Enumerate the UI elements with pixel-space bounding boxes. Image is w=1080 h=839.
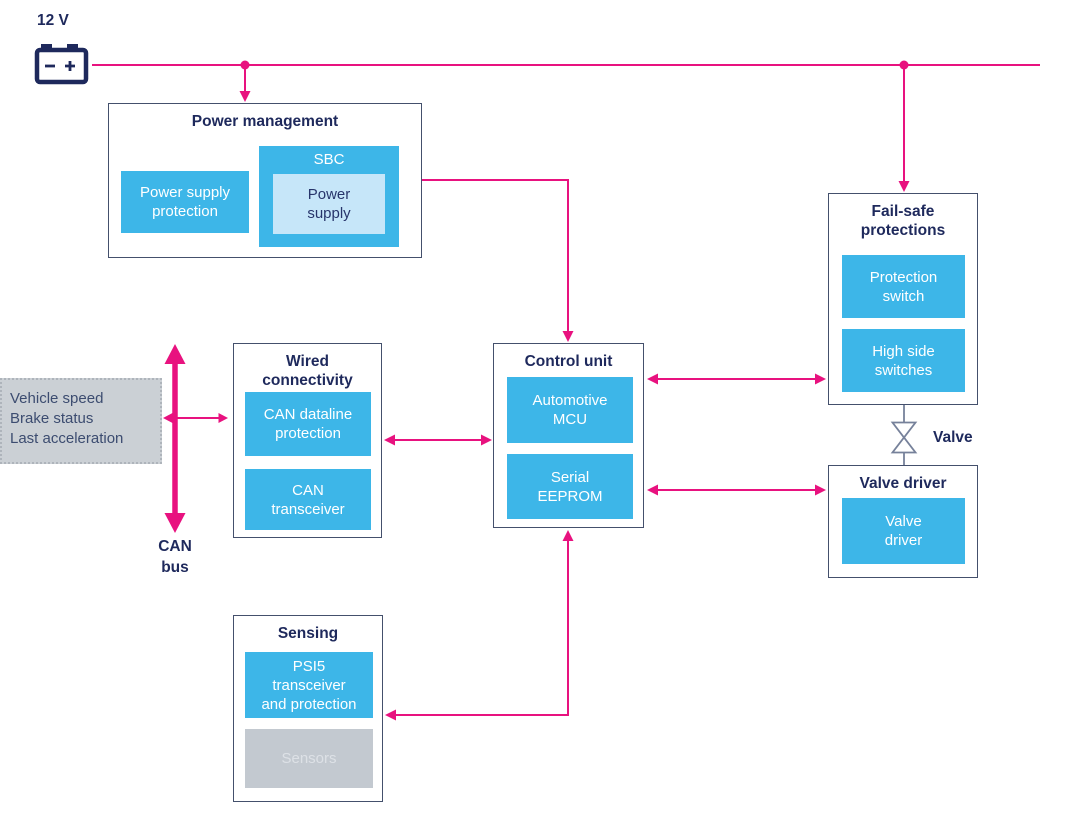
chip-power-supply-protection: Power supply protection [121, 171, 249, 233]
valve-label: Valve [933, 429, 973, 446]
can-bus-arrowhead-down [164, 513, 186, 533]
arrowhead-down [239, 91, 251, 102]
block-title: Power management [191, 113, 339, 130]
power-to-control-line [422, 179, 569, 332]
block-sensing: Sensing PSI5 transceiver and protection … [233, 615, 383, 802]
arrowhead-left [647, 373, 658, 385]
chip-sbc: SBC Power supply [259, 146, 399, 247]
block-title: Control unit [524, 353, 613, 370]
note-line: Last acceleration [10, 430, 124, 447]
valve-icon [890, 405, 918, 465]
chip-valve-driver: Valve driver [842, 498, 965, 564]
rail-junction-dot [899, 60, 909, 70]
can-bus-arrowhead-up [164, 344, 186, 364]
arrowhead-right [815, 484, 826, 496]
arrowhead-left [163, 413, 173, 423]
note-line: Brake status [10, 410, 94, 427]
block-control-unit: Control unit Automotive MCU Serial EEPRO… [493, 343, 644, 528]
chip-psi5-transceiver: PSI5 transceiver and protection [245, 652, 373, 718]
battery-icon [34, 44, 89, 85]
rail-junction-dot [240, 60, 250, 70]
arrowhead-right [218, 413, 228, 423]
chip-sensors: Sensors [245, 729, 373, 788]
block-title: Valve driver [859, 475, 947, 492]
block-title: Fail-safe protections [860, 203, 946, 239]
block-title: Wired connectivity [262, 353, 353, 389]
control-to-sensing-line [393, 539, 569, 716]
can-signals-note: Vehicle speed Brake status Last accelera… [0, 378, 162, 464]
block-title: Sensing [277, 625, 339, 642]
arrowhead-up [562, 530, 574, 541]
chip-automotive-mcu: Automotive MCU [507, 377, 633, 443]
chip-can-transceiver: CAN transceiver [245, 469, 371, 530]
sbc-label: SBC [313, 151, 345, 168]
chip-can-dataline-protection: CAN dataline protection [245, 392, 371, 456]
chip-serial-eeprom: Serial EEPROM [507, 454, 633, 519]
note-line: Vehicle speed [10, 390, 104, 407]
arrowhead-right [815, 373, 826, 385]
chip-protection-switch: Protection switch [842, 255, 965, 318]
block-valve-driver: Valve driver Valve driver [828, 465, 978, 578]
chip-high-side-switches: High side switches [842, 329, 965, 392]
can-bus-label: CAN bus [158, 538, 192, 576]
arrowhead-right [481, 434, 492, 446]
supply-voltage-label: 12 V [37, 12, 69, 29]
block-power-management: Power management Power supply protection… [108, 103, 422, 258]
arrowhead-left [384, 434, 395, 446]
arrowhead-down [562, 331, 574, 342]
chip-power-supply: Power supply [273, 174, 385, 234]
arrowhead-left [647, 484, 658, 496]
block-fail-safe-protections: Fail-safe protections Protection switch … [828, 193, 978, 405]
arrowhead-left [385, 709, 396, 721]
block-wired-connectivity: Wired connectivity CAN dataline protecti… [233, 343, 382, 538]
arrowhead-down [898, 181, 910, 192]
